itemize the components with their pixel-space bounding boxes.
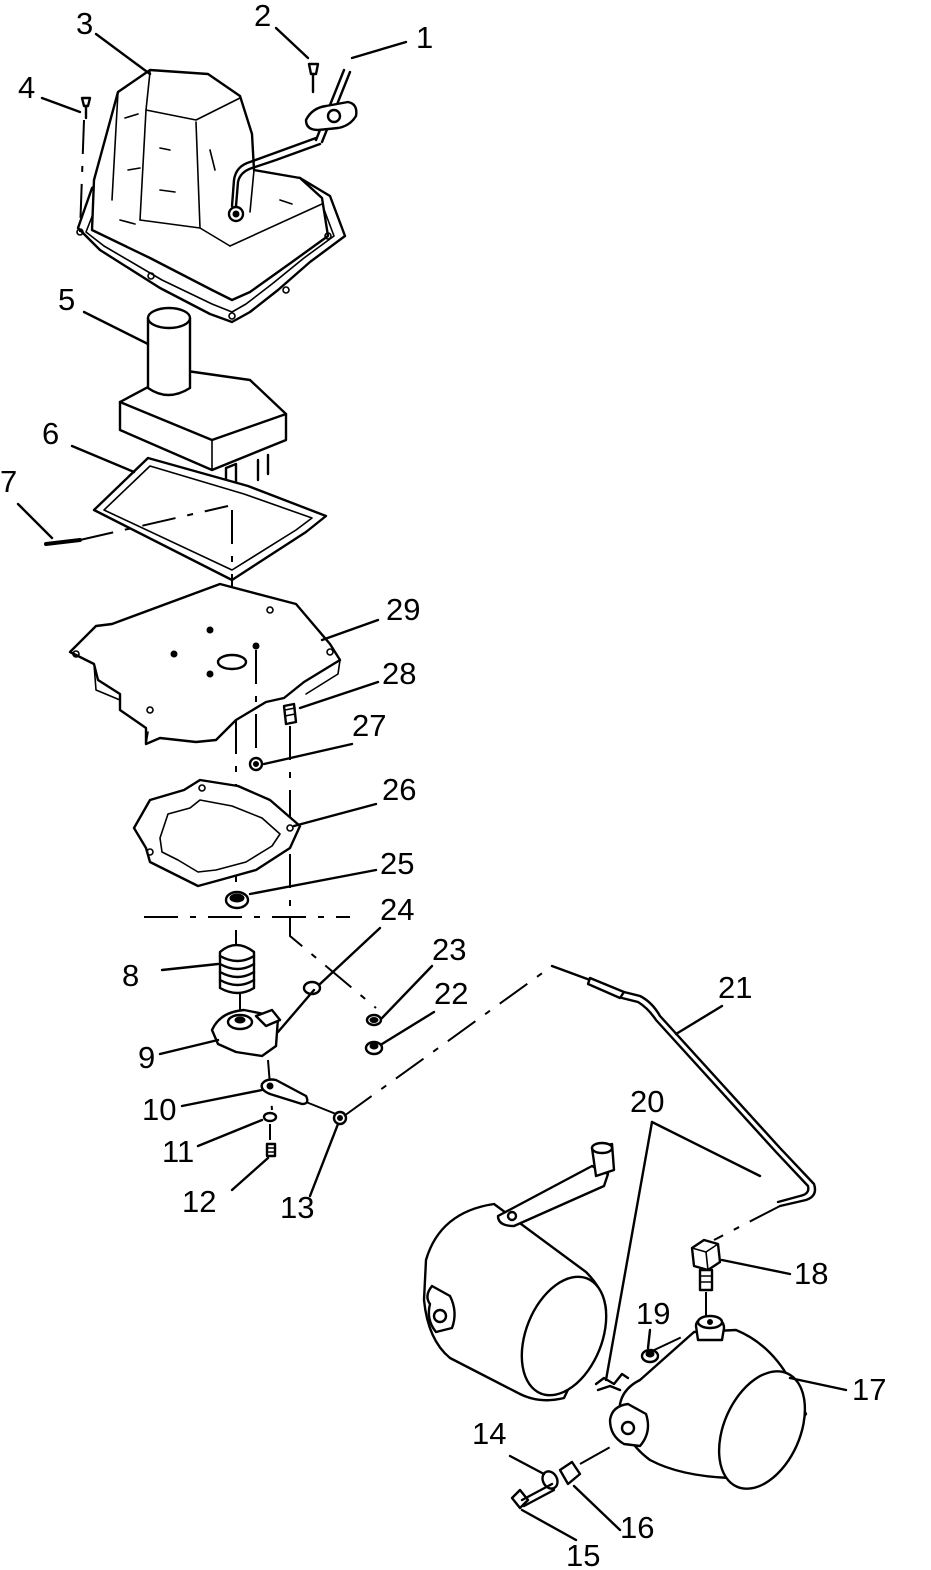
part-3-top-cover — [76, 68, 347, 324]
callout-5: 5 — [58, 282, 75, 317]
leader-lines — [16, 26, 848, 1542]
callout-4: 4 — [18, 70, 35, 105]
part-22-nut — [364, 1040, 384, 1056]
callout-26: 26 — [382, 772, 416, 807]
part-29-plate — [68, 582, 342, 746]
part-9-cam — [210, 1008, 282, 1058]
part-7-pin — [44, 505, 229, 546]
part-2-screw-clip — [304, 62, 358, 132]
part-20-cotter-pin — [594, 1372, 630, 1392]
callout-16: 16 — [620, 1510, 654, 1545]
callout-10: 10 — [142, 1092, 176, 1127]
callout-2: 2 — [254, 0, 271, 33]
part-4-screw — [79, 96, 92, 233]
callout-23: 23 — [432, 932, 466, 967]
callout-15: 15 — [566, 1538, 600, 1570]
part-11-washer — [262, 1111, 278, 1123]
callout-20: 20 — [630, 1084, 664, 1119]
callout-24: 24 — [380, 892, 414, 927]
callout-9: 9 — [138, 1040, 155, 1075]
part-10-arm — [260, 1078, 337, 1115]
part-17-nozzle — [608, 1314, 808, 1490]
part-16-bushing — [558, 1460, 582, 1486]
part-12-screw — [265, 1124, 277, 1158]
callout-6: 6 — [42, 416, 59, 451]
part-21-rod — [343, 964, 817, 1241]
callout-19: 19 — [636, 1296, 670, 1331]
part-15-bolt — [510, 1445, 613, 1510]
callout-12: 12 — [182, 1184, 216, 1219]
callout-29: 29 — [386, 592, 420, 627]
callout-28: 28 — [382, 656, 416, 691]
callout-13: 13 — [280, 1190, 314, 1225]
callout-7: 7 — [0, 464, 17, 499]
part-19-nut — [640, 1348, 660, 1364]
part-28-stud — [282, 702, 377, 1009]
left-nozzle-assembly — [422, 1141, 616, 1402]
part-26-gasket — [132, 778, 302, 888]
part-13-ball-joint — [332, 1110, 348, 1126]
callout-11: 11 — [162, 1134, 194, 1169]
callout-8: 8 — [122, 958, 139, 993]
callout-1: 1 — [416, 20, 433, 55]
callout-22: 22 — [434, 976, 468, 1011]
part-14-washer — [541, 1470, 559, 1490]
callout-14: 14 — [472, 1416, 506, 1451]
callout-18: 18 — [794, 1256, 828, 1291]
part-23-washer — [365, 1013, 383, 1027]
callout-numbers: 1 2 3 4 5 6 7 8 9 10 11 12 13 14 15 16 1… — [0, 0, 886, 1570]
part-8-spring — [218, 943, 256, 995]
part-18-swivel — [690, 1238, 722, 1318]
callout-27: 27 — [352, 708, 386, 743]
part-25-seal — [224, 890, 250, 910]
callout-3: 3 — [76, 6, 93, 41]
part-27-screw — [248, 650, 264, 772]
callout-17: 17 — [852, 1372, 886, 1407]
part-6-gasket — [92, 456, 328, 582]
callout-25: 25 — [380, 846, 414, 881]
callout-21: 21 — [718, 970, 752, 1005]
